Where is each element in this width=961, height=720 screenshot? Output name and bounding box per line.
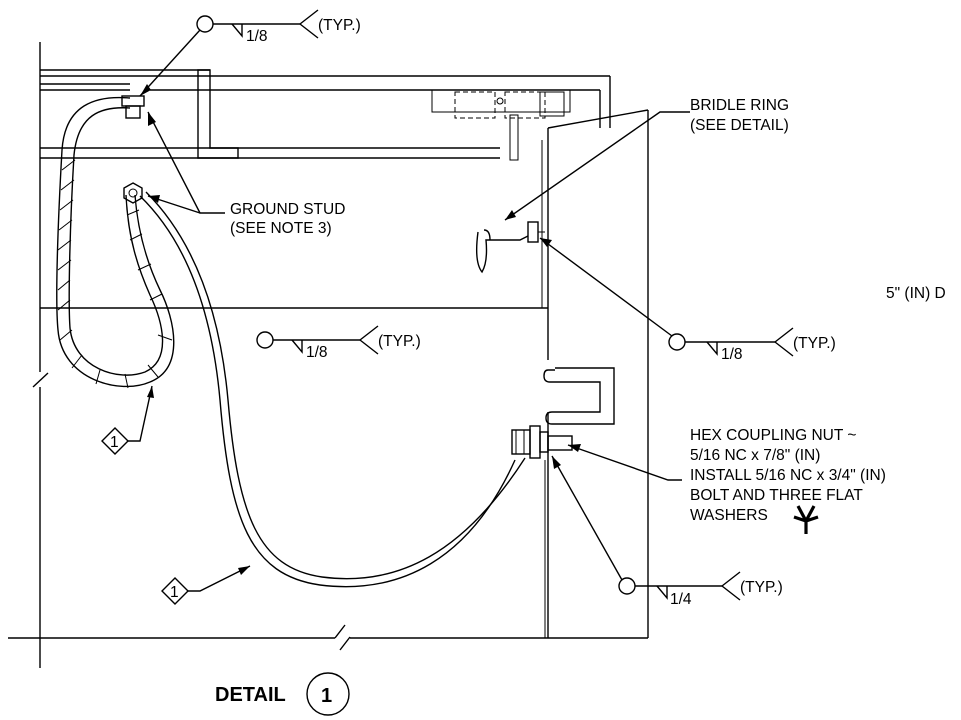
hex-label-1: HEX COUPLING NUT ~	[690, 427, 856, 444]
hex-label-5: WASHERS	[690, 507, 768, 524]
ground-strap	[56, 96, 175, 389]
hex-label-2: 5/16 NC x 7/8" (IN)	[690, 447, 820, 464]
bridle-ring-note: (SEE DETAIL)	[690, 117, 789, 134]
weld-size-top: 1/8	[246, 28, 268, 45]
weld-size-bottom: 1/4	[670, 591, 692, 608]
weld-typ-top: (TYP.)	[318, 17, 361, 34]
weld-size-right: 1/8	[721, 346, 743, 363]
ground-stud-note: (SEE NOTE 3)	[230, 220, 332, 237]
weld-typ-right: (TYP.)	[793, 335, 836, 352]
hex-coupling-leader	[567, 444, 682, 481]
item-tag-upper	[101, 385, 154, 455]
detail-number-circle	[306, 672, 350, 716]
side-note: 5" (IN) D	[886, 285, 946, 302]
structure-outline	[8, 42, 649, 668]
weld-size-middle: 1/8	[306, 344, 328, 361]
ground-stud-leader	[147, 111, 225, 214]
item-tag-upper-number: 1	[110, 434, 119, 451]
weld-typ-bottom: (TYP.)	[740, 579, 783, 596]
item-tag-lower	[161, 565, 251, 605]
detail-number: 1	[321, 685, 332, 707]
weld-typ-middle: (TYP.)	[378, 333, 421, 350]
hex-coupling-nut	[511, 425, 573, 459]
asterisk-icon	[793, 505, 819, 534]
bridle-ring-label: BRIDLE RING	[690, 97, 789, 114]
ground-stud	[121, 95, 145, 204]
ground-cable	[139, 191, 526, 588]
detail-title: DETAIL	[215, 684, 286, 706]
weld-symbol-right	[539, 237, 794, 357]
weld-symbol-top	[139, 9, 319, 97]
item-tag-lower-number: 1	[170, 584, 179, 601]
ground-stud-label: GROUND STUD	[230, 201, 345, 218]
weld-symbol-bottom	[551, 455, 741, 601]
hex-label-3: INSTALL 5/16 NC x 3/4" (IN)	[690, 467, 886, 484]
bridle-ring	[475, 221, 545, 274]
hex-label-4: BOLT AND THREE FLAT	[690, 487, 863, 504]
weld-symbol-middle	[256, 325, 379, 355]
bridle-ring-leader	[504, 111, 690, 221]
